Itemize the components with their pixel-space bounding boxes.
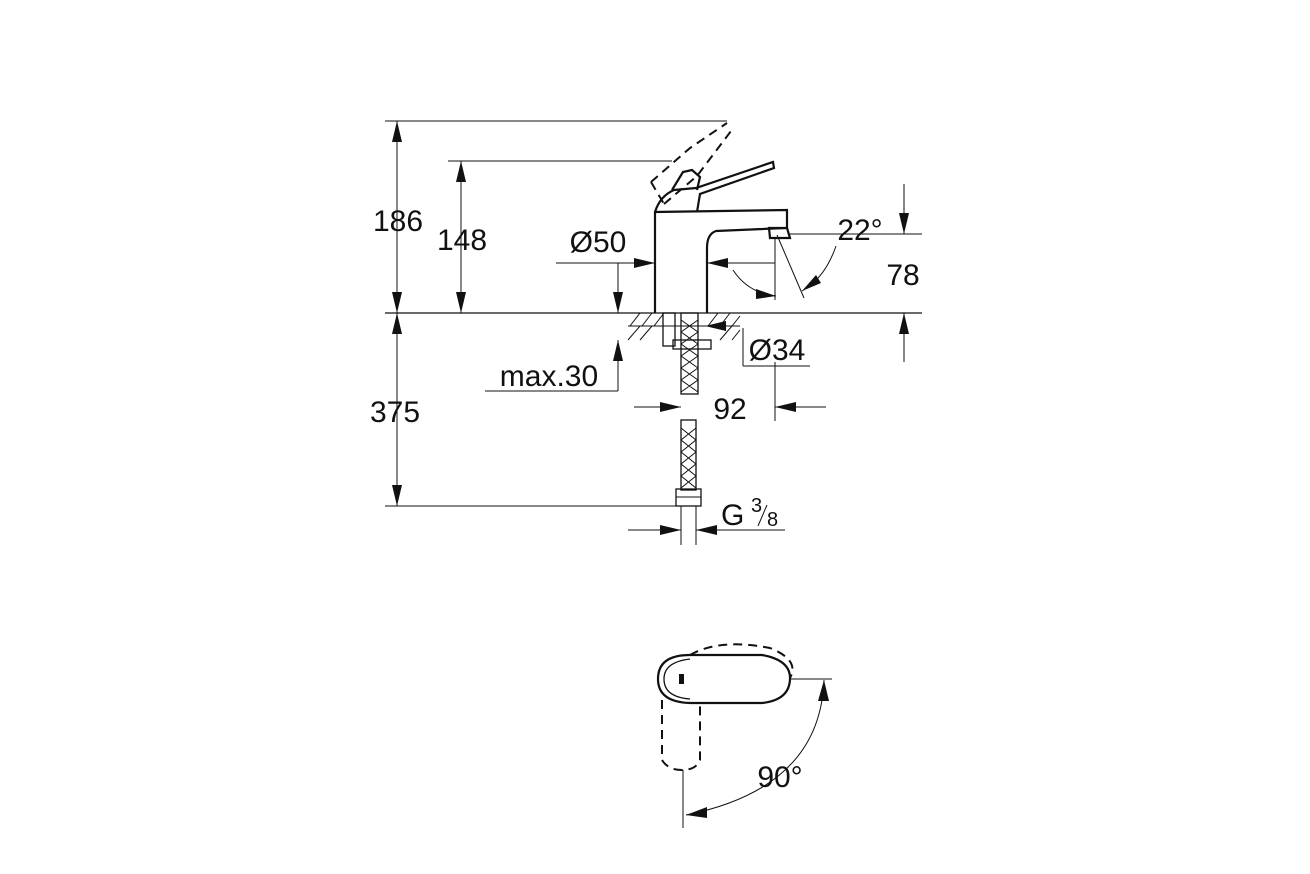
dimension-186	[385, 120, 727, 313]
dimension-148	[448, 160, 672, 313]
dimension-body-diameter	[556, 258, 775, 268]
side-view: 186 148	[370, 120, 922, 545]
dimension-92	[634, 362, 826, 421]
lever-raised-outline	[650, 122, 732, 205]
dimension-375	[385, 313, 676, 507]
dimension-hole-diameter	[680, 321, 810, 367]
spout-angle-label: 22°	[837, 214, 882, 247]
thread-fraction-slash	[757, 504, 768, 527]
dimension-thread	[628, 525, 785, 535]
height-spout-label: 148	[437, 224, 487, 257]
dimension-78	[790, 184, 922, 362]
dimension-rotation-angle	[682, 678, 832, 828]
indicator-mark	[679, 674, 684, 684]
spout-height-label: 78	[886, 259, 919, 292]
body-top-inner	[663, 658, 691, 700]
max-deck-label: max.30	[500, 360, 598, 393]
dimension-max-deck	[485, 263, 623, 392]
below-deck-label: 375	[370, 396, 420, 429]
top-view: 90°	[656, 643, 832, 828]
height-total-label: 186	[373, 205, 423, 238]
rotation-angle-label: 90°	[757, 761, 802, 794]
mounting-assembly	[662, 312, 712, 395]
dimension-spout-angle	[732, 234, 837, 300]
faucet-body	[653, 208, 792, 313]
lever-top-outline	[656, 653, 792, 705]
hole-diameter-label: Ø34	[749, 334, 806, 367]
lever-handle	[653, 160, 776, 213]
thread-label: G	[721, 499, 744, 532]
thread-denominator: 8	[767, 509, 778, 531]
projection-label: 92	[713, 393, 746, 426]
lever-rotated-outline	[689, 643, 794, 679]
thread-numerator: 3	[751, 495, 762, 517]
supply-hose	[675, 419, 702, 545]
body-diameter-label: Ø50	[570, 226, 627, 259]
lever-rotated-down-outline	[661, 700, 701, 772]
